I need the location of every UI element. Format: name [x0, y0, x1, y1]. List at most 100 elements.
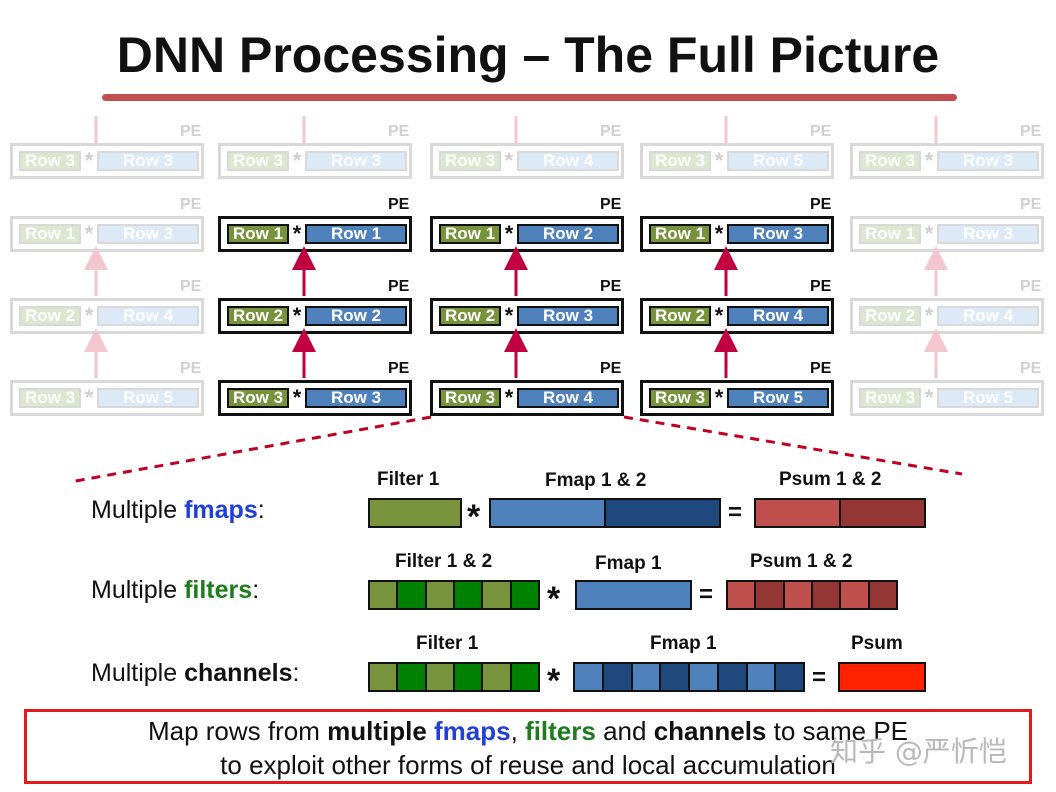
bar-cell — [659, 664, 688, 690]
pe-label: PE — [180, 196, 202, 213]
processing-element: Row 1*Row 3 — [640, 216, 834, 252]
summary-keyword-channels: channels — [653, 716, 767, 746]
title-underline — [102, 94, 957, 101]
filter-row-cell: Row 3 — [19, 151, 81, 171]
filter-row-cell: Row 1 — [859, 224, 921, 244]
label-suffix: : — [292, 659, 300, 687]
label-keyword: channels — [184, 659, 293, 687]
pe-label: PE — [1020, 360, 1042, 377]
filter-bar — [368, 580, 540, 610]
multiply-symbol: * — [292, 385, 302, 410]
summary-line-2: to exploit other forms of reuse and loca… — [220, 750, 836, 780]
fmap-row-cell: Row 4 — [517, 388, 619, 408]
multiply-symbol: * — [924, 303, 934, 328]
fmap-row-cell: Row 5 — [937, 388, 1039, 408]
processing-element: Row 3*Row 4 — [430, 380, 624, 416]
multiply-symbol: * — [504, 303, 514, 328]
bar-cell — [577, 582, 690, 608]
bar-cell — [728, 582, 755, 608]
bar-cell — [575, 664, 602, 690]
multiply-symbol: * — [714, 148, 724, 173]
multiply-symbol: * — [924, 385, 934, 410]
multiply-symbol: * — [924, 221, 934, 246]
pe-label: PE — [600, 278, 622, 295]
watermark: 知乎 @严忻恺 — [830, 735, 1007, 768]
bar-cell — [630, 664, 660, 690]
pe-label: PE — [180, 278, 202, 295]
caption-fmap: Fmap 1 — [595, 553, 662, 574]
pe-label: PE — [810, 123, 832, 140]
bar-cell — [839, 500, 924, 526]
pe-label: PE — [600, 196, 622, 213]
fmap-row-cell: Row 2 — [305, 306, 407, 326]
filter-row-cell: Row 3 — [227, 151, 289, 171]
page-title: DNN Processing – The Full Picture — [116, 27, 940, 83]
bar-cell — [452, 664, 482, 690]
processing-element: Row 3*Row 5 — [640, 380, 834, 416]
label-suffix: : — [252, 576, 260, 604]
bar-cell — [782, 582, 811, 608]
multiply-symbol: * — [924, 148, 934, 173]
filter-row-cell: Row 1 — [19, 224, 81, 244]
caption-psum: Psum — [851, 633, 903, 654]
fmap-row-cell: Row 5 — [97, 388, 199, 408]
fmap-row-cell: Row 3 — [517, 306, 619, 326]
processing-element: Row 3*Row 3 — [10, 143, 204, 179]
caption-filter: Filter 1 — [416, 633, 479, 654]
summary-keyword: multiple — [327, 716, 435, 746]
filter-row-cell: Row 2 — [227, 306, 289, 326]
filter-row-cell: Row 3 — [439, 388, 501, 408]
bar-cell — [509, 582, 538, 608]
label-suffix: : — [257, 496, 265, 524]
summary-callout: Map rows from multiple fmaps, filters an… — [24, 709, 1032, 784]
bar-cell — [424, 664, 453, 690]
multiply-symbol: * — [504, 148, 514, 173]
bar-cell — [716, 664, 746, 690]
filter-row-cell: Row 2 — [859, 306, 921, 326]
fmap-row-cell: Row 3 — [305, 151, 407, 171]
label-prefix: Multiple — [91, 496, 185, 524]
caption-psum: Psum 1 & 2 — [750, 551, 853, 572]
bar-cell — [370, 582, 397, 608]
fmap-row-cell: Row 5 — [727, 388, 829, 408]
processing-element: Row 3*Row 4 — [430, 143, 624, 179]
bar-cell — [396, 582, 425, 608]
pe-label: PE — [388, 360, 410, 377]
convolution-operator: * — [547, 662, 561, 700]
fmap-row-cell: Row 3 — [937, 224, 1039, 244]
bar-cell — [688, 664, 717, 690]
caption-psum: Psum 1 & 2 — [779, 469, 882, 490]
fmap-bar — [573, 662, 805, 692]
bar-cell — [840, 664, 924, 690]
processing-element: Row 3*Row 5 — [850, 380, 1044, 416]
summary-text: to same PE — [766, 716, 909, 746]
summary-keyword-filters: filters — [525, 716, 596, 746]
caption-filter: Filter 1 — [377, 469, 440, 490]
fmap-row-cell: Row 4 — [97, 306, 199, 326]
label-prefix: Multiple — [91, 576, 185, 604]
multiply-symbol: * — [292, 148, 302, 173]
filter-row-cell: Row 3 — [649, 388, 711, 408]
fmap-row-cell: Row 4 — [727, 306, 829, 326]
caption-fmap: Fmap 1 & 2 — [545, 470, 647, 491]
pe-label: PE — [1020, 278, 1042, 295]
caption-fmap: Fmap 1 — [650, 633, 717, 654]
fmap-row-cell: Row 3 — [937, 151, 1039, 171]
processing-element: Row 3*Row 3 — [218, 380, 412, 416]
bar-cell — [774, 664, 803, 690]
equals-operator: = — [812, 664, 827, 691]
filter-row-cell: Row 3 — [649, 151, 711, 171]
multiply-symbol: * — [714, 385, 724, 410]
pe-label: PE — [388, 278, 410, 295]
fmap-row-cell: Row 3 — [305, 388, 407, 408]
callout-line-left — [69, 415, 432, 484]
multiply-symbol: * — [292, 221, 302, 246]
bar-cell — [491, 500, 604, 526]
fmap-bar — [575, 580, 692, 610]
bar-cell — [509, 664, 538, 690]
label-multiple-fmaps: Multiple fmaps: — [91, 496, 265, 525]
pe-label: PE — [1020, 123, 1042, 140]
fmap-row-cell: Row 4 — [517, 151, 619, 171]
callout-line-right — [623, 415, 963, 476]
multiply-symbol: * — [84, 385, 94, 410]
